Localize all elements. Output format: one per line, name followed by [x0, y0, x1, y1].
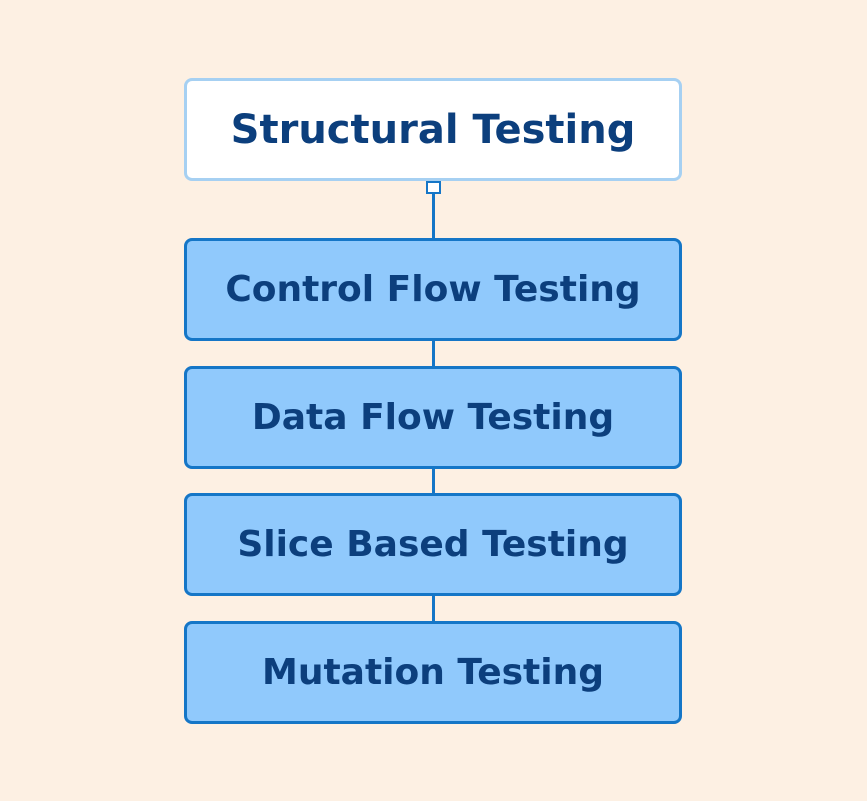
connector-line [432, 192, 435, 238]
connector-line [432, 341, 435, 366]
child-node-label: Data Flow Testing [251, 397, 615, 438]
child-node-label: Mutation Testing [262, 652, 604, 693]
child-node-mutation-testing: Mutation Testing [184, 621, 682, 724]
child-node-label: Control Flow Testing [225, 269, 641, 310]
child-node-slice-based-testing: Slice Based Testing [184, 493, 682, 596]
child-node-control-flow-testing: Control Flow Testing [184, 238, 682, 341]
connector-line [432, 596, 435, 621]
child-node-data-flow-testing: Data Flow Testing [184, 366, 682, 469]
root-node-label: Structural Testing [230, 106, 636, 153]
connector-line [432, 469, 435, 493]
child-node-label: Slice Based Testing [237, 524, 629, 565]
root-node-structural-testing: Structural Testing [184, 78, 682, 181]
